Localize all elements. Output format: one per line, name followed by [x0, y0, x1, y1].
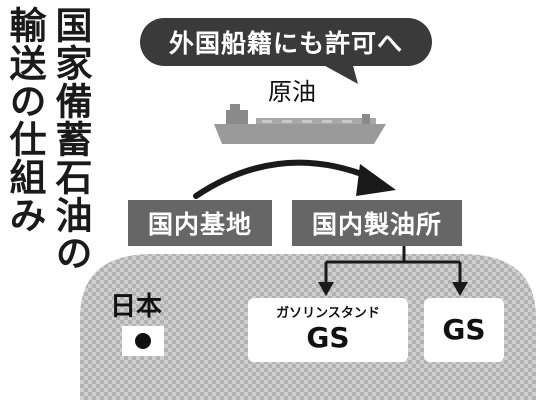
gas-station-box-right: GS [424, 298, 504, 362]
gas-station-box-left: ガソリンスタンド GS [248, 298, 408, 362]
domestic-refinery-box: 国内製油所 [292, 200, 462, 246]
domestic-base-box: 国内基地 [128, 200, 272, 246]
speech-bubble [140, 18, 432, 84]
gas-station-right-label: GS [442, 313, 486, 346]
japan-label: 日本 [110, 292, 163, 322]
arrow-head-right [452, 282, 468, 296]
japan-flag-icon [122, 326, 164, 356]
gas-station-subtitle: ガソリンスタンド [276, 306, 380, 321]
distribution-arrows [324, 246, 462, 284]
crude-oil-label: 原油 [268, 78, 316, 106]
arrow-head-left [318, 282, 334, 296]
transfer-arrow [193, 159, 396, 199]
tanker-ship-icon [214, 104, 386, 144]
domestic-refinery-label: 国内製油所 [311, 210, 442, 239]
gas-station-left-label: GS [306, 321, 350, 354]
title-line-1: 国家備蓄石油の [49, 6, 92, 272]
title-line-2: 輸送の仕組み [3, 6, 46, 234]
domestic-base-label: 国内基地 [147, 210, 252, 239]
bubble-text: 外国船籍にも許可へ [168, 29, 403, 58]
